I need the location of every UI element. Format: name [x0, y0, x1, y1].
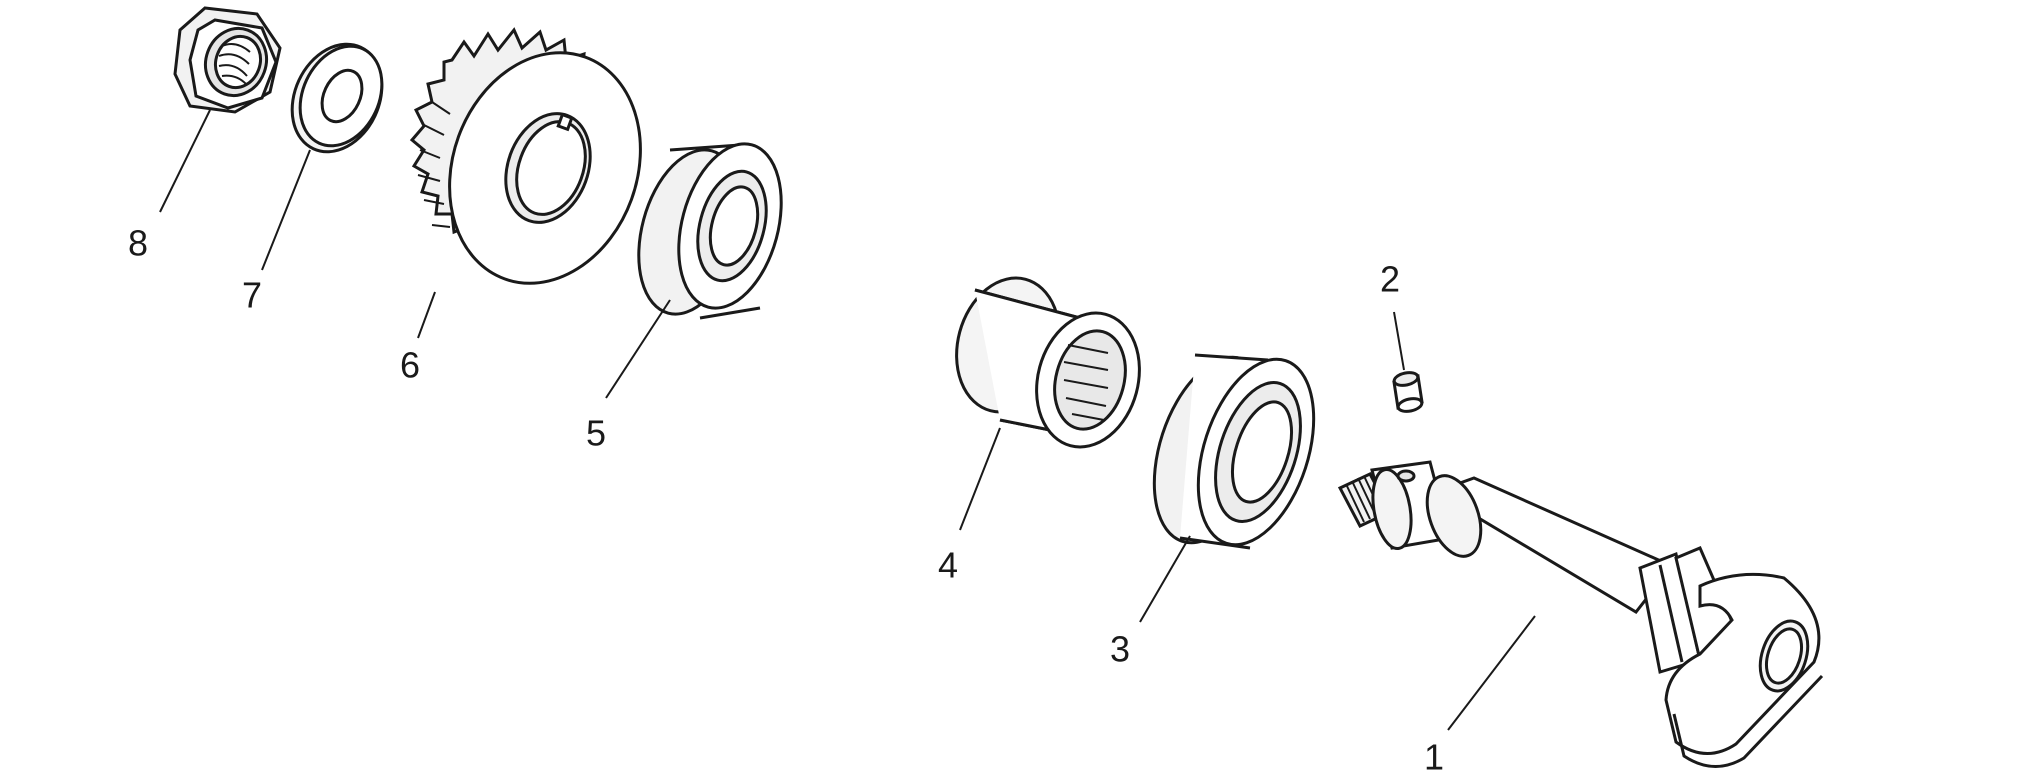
washer-part [275, 29, 398, 166]
ball-bearing-3-part [1133, 343, 1335, 560]
pin-part [1393, 371, 1423, 414]
callout-label-1: 1 [1424, 737, 1444, 778]
callout-line-7 [261, 149, 311, 271]
callout-label-8: 8 [128, 223, 148, 264]
callout-label-5: 5 [586, 413, 606, 454]
callout-label-4: 4 [938, 545, 958, 586]
callout-label-7: 7 [242, 275, 262, 316]
gear-part [412, 26, 672, 311]
callout-line-5 [605, 299, 671, 399]
callout-label-6: 6 [400, 345, 420, 386]
callout-line-3 [1139, 535, 1191, 623]
callout-line-4 [959, 427, 1001, 531]
callout-line-6 [417, 291, 436, 339]
callout-label-2: 2 [1380, 259, 1400, 300]
callout-line-8 [159, 109, 211, 213]
callout-line-2 [1393, 311, 1405, 371]
ball-bearing-5-part [622, 132, 798, 325]
kick-start-shaft-part [1340, 462, 1822, 767]
needle-roller-bearing-part [942, 266, 1154, 458]
callout-line-1 [1447, 615, 1536, 731]
callout-label-3: 3 [1110, 629, 1130, 670]
hex-nut-part [175, 8, 280, 112]
